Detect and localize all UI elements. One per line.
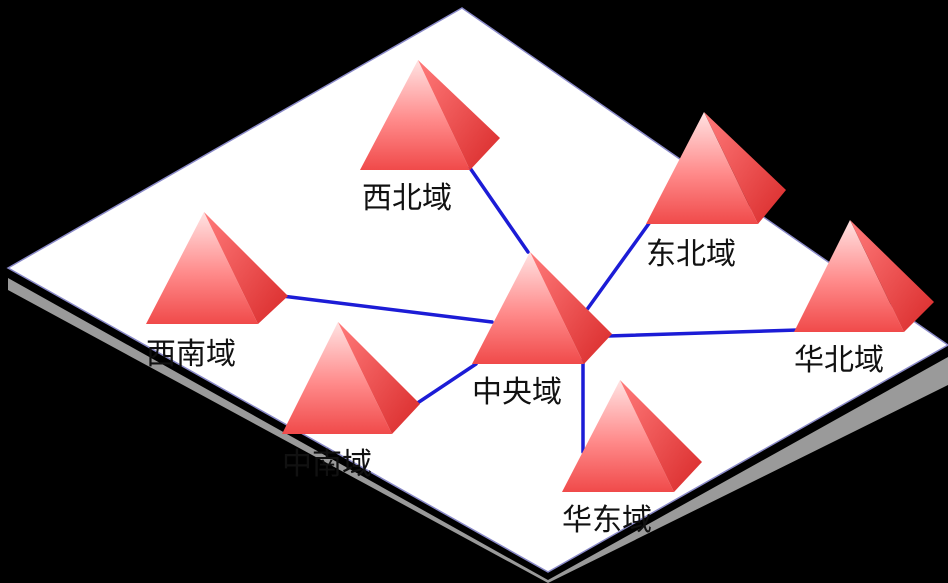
node-label-northeast: 东北域 [646, 237, 736, 272]
pyramid-southwest [146, 212, 288, 324]
link-center-north-china [606, 328, 800, 338]
pyramid-northwest [360, 60, 500, 170]
node-label-north-china: 华北域 [794, 343, 884, 378]
pyramid-central-south [282, 322, 420, 434]
links [280, 166, 800, 454]
node-label-northwest: 西北域 [362, 181, 452, 216]
node-label-center: 中央域 [472, 375, 562, 410]
node-label-central-south: 中南域 [282, 447, 372, 482]
pyramid-north-china [794, 220, 934, 332]
link-center-southwest [280, 294, 494, 324]
link-center-northeast [576, 220, 652, 324]
link-center-central-south [414, 362, 478, 406]
link-center-northwest [468, 166, 530, 254]
node-label-east-china: 华东域 [562, 503, 652, 538]
node-label-southwest: 西南域 [146, 337, 236, 372]
pyramid-northeast [646, 112, 786, 224]
plane [6, 7, 948, 573]
pyramid-east-china [562, 380, 702, 492]
pyramid-center [472, 252, 612, 364]
